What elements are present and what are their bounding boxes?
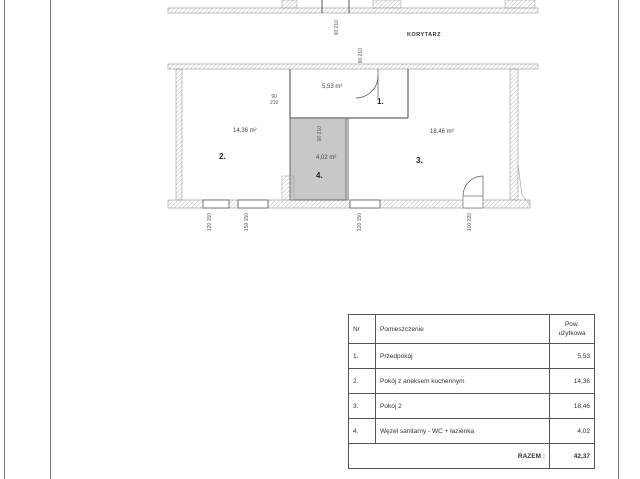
total-value: 42,37 [549, 443, 595, 469]
rooms-area-table: Nr Pomieszczenie Pow.użytkowa 1. Przedpo… [348, 314, 595, 469]
row-area: 18,46 [549, 393, 595, 419]
total-label: RAZEM : [348, 443, 550, 469]
window-dim-2: 150 150 [244, 213, 250, 232]
door-dim-bathroom: 90 210 [317, 126, 323, 142]
row-nr: 1. [348, 343, 376, 369]
corridor-label: KORYTARZ [407, 32, 441, 38]
room-4-area: 4,02 m² [316, 155, 337, 161]
room-2-number: 2. [219, 152, 226, 161]
door-dim-corridor-top: 90 210 [334, 20, 340, 36]
row-nr: 2. [348, 368, 376, 394]
table-row: 1. Przedpokój 5,53 [348, 343, 595, 369]
row-area: 5,53 [549, 343, 595, 369]
door-dim-entry: 90 210 [358, 48, 364, 64]
row-area: 14,36 [549, 368, 595, 394]
floor-plan-drawing [167, 0, 539, 209]
room-1-area: 5,53 m² [322, 84, 343, 90]
row-room-name: Pokój z aneksem kuchennym [375, 368, 550, 394]
row-room-name: Przedpokój [375, 343, 550, 369]
room-1-number: 1. [377, 97, 384, 106]
row-area: 4,02 [549, 418, 595, 444]
header-area: Pow.użytkowa [549, 314, 595, 344]
page-frame-line-left [50, 0, 51, 479]
room-4-number: 4. [316, 171, 323, 180]
table-row: 4. Węzeł sanitarny - WC + łazienka 4,02 [348, 418, 595, 444]
table-row: 3. Pokój 2 18,46 [348, 393, 595, 419]
room-2-area: 14,36 m² [233, 128, 257, 134]
header-room: Pomieszczenie [375, 314, 550, 344]
table-total-row: RAZEM : 42,37 [348, 443, 595, 469]
row-nr: 3. [348, 393, 376, 419]
header-nr: Nr [348, 314, 376, 344]
window-dim-1: 120 150 [207, 213, 213, 232]
page-margin-line-left [4, 0, 5, 479]
table-row: 2. Pokój z aneksem kuchennym 14,36 [348, 368, 595, 394]
row-room-name: Pokój 2 [375, 393, 550, 419]
room-3-area: 18,46 m² [430, 129, 454, 135]
row-nr: 4. [348, 418, 376, 444]
window-dim-4: 100 220 [467, 213, 473, 232]
window-dim-3: 120 150 [357, 213, 363, 232]
room-3-number: 3. [416, 156, 423, 165]
row-room-name: Węzeł sanitarny - WC + łazienka [375, 418, 550, 444]
page-frame-line-right [618, 0, 619, 479]
table-header-row: Nr Pomieszczenie Pow.użytkowa [348, 314, 595, 344]
